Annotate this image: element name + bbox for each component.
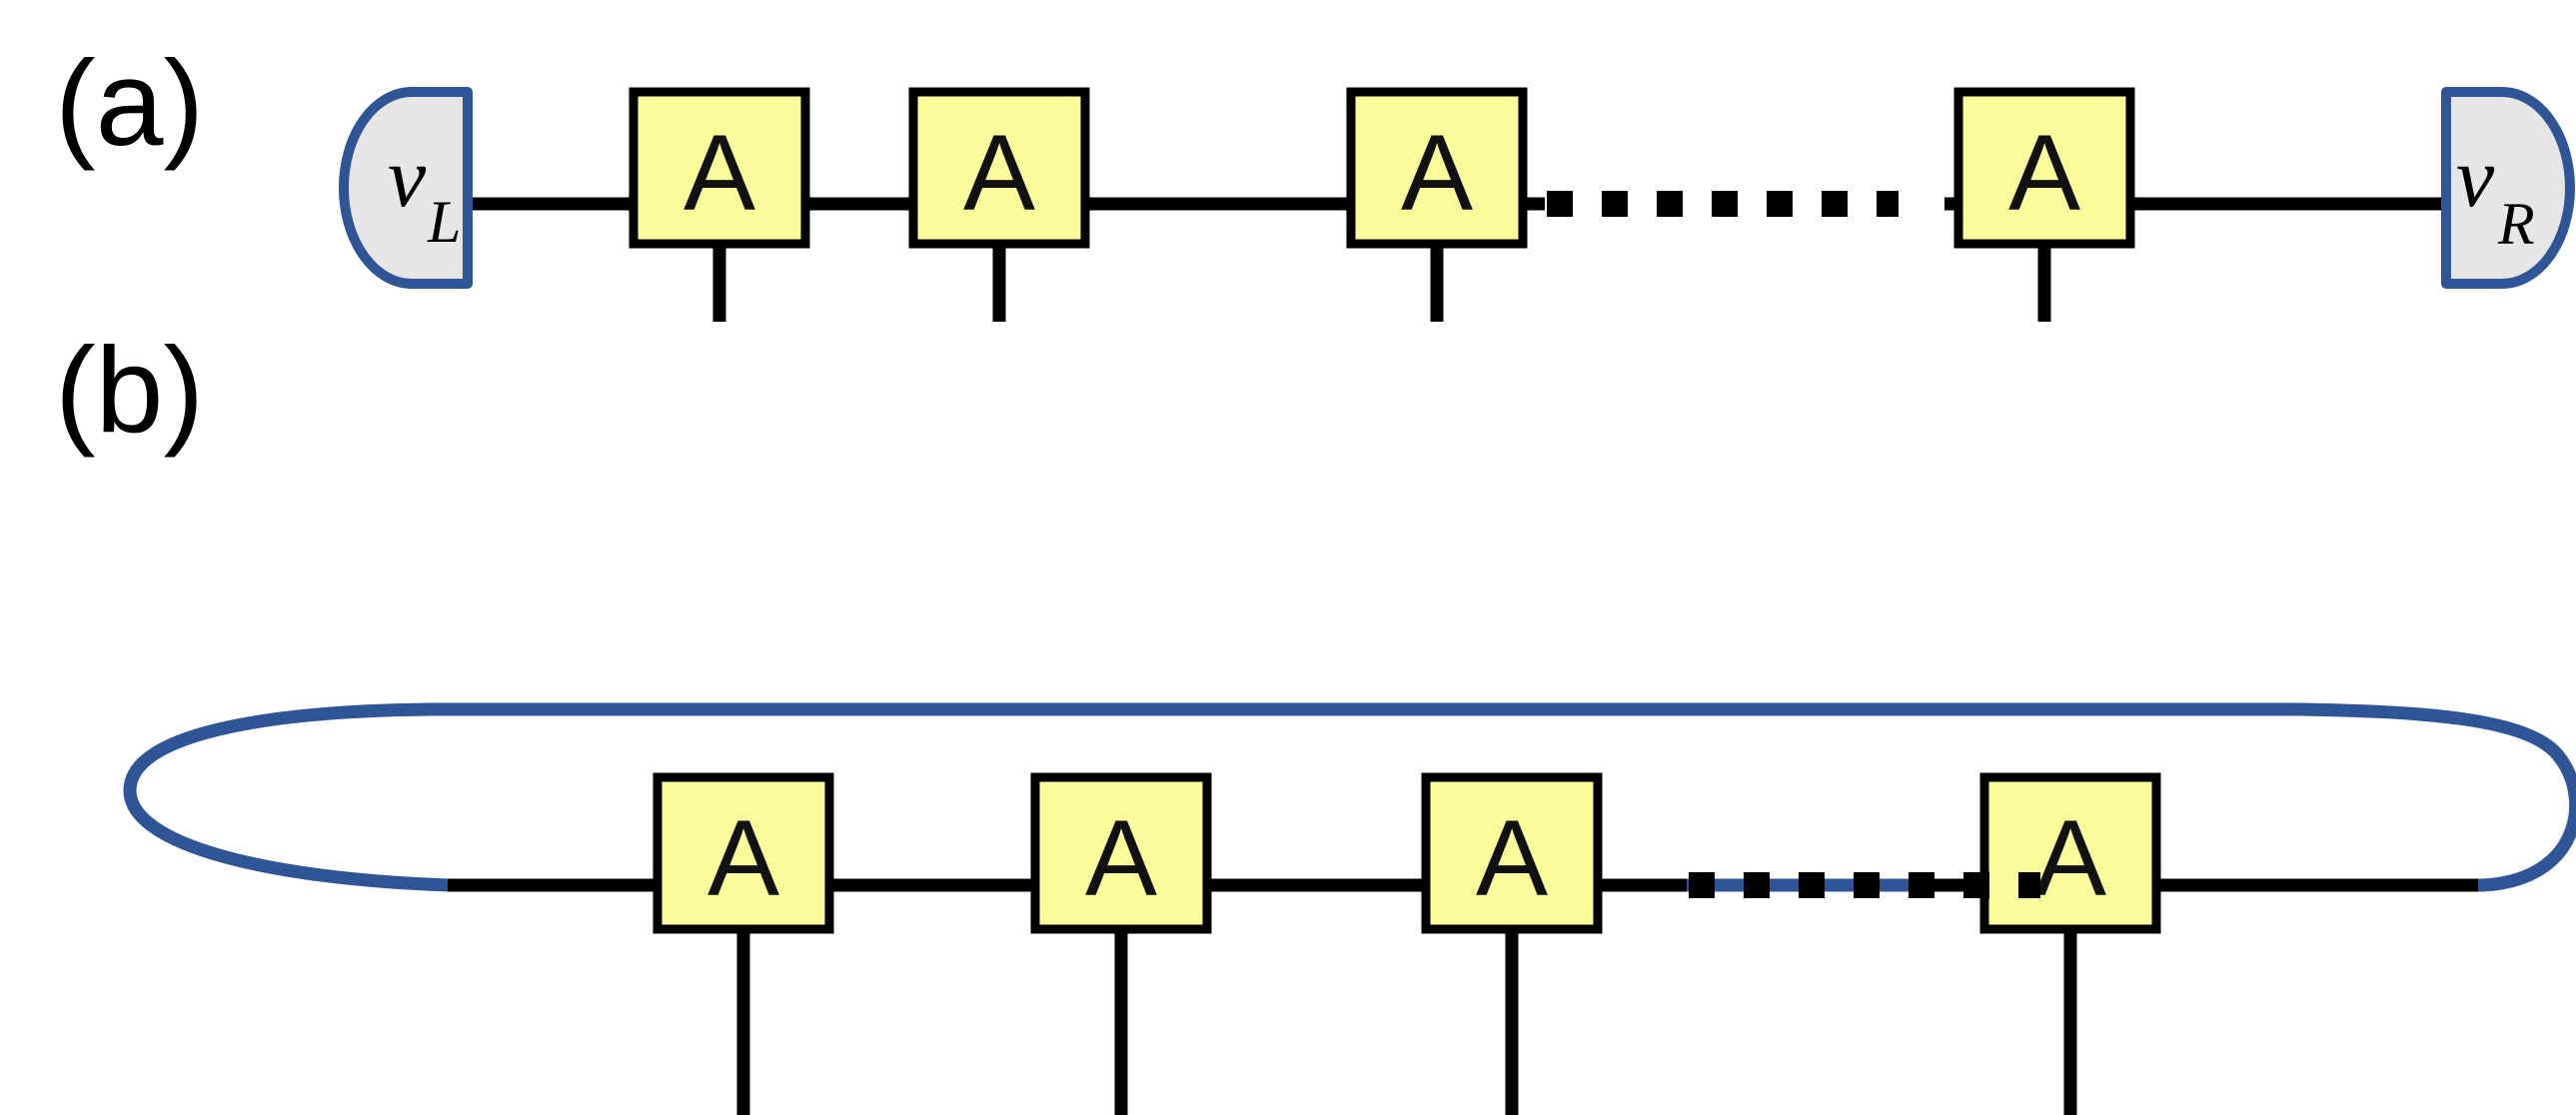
boundary-right-subscript: R xyxy=(2497,191,2535,257)
ellipsis-dot xyxy=(1712,191,1738,217)
ellipsis-dot xyxy=(1854,872,1880,898)
tensor-a-1-box xyxy=(629,87,810,249)
boundary-vector-left: v L xyxy=(339,87,473,289)
ellipsis-dot xyxy=(1963,872,1989,898)
tensor-b-1-label: A xyxy=(707,797,779,918)
ellipsis-dot xyxy=(1657,191,1683,217)
tensor-a-2-label: A xyxy=(963,112,1035,233)
ellipsis-dot xyxy=(1822,191,1848,217)
tensor-b-2-box xyxy=(1030,772,1212,934)
tensor-b-2-label: A xyxy=(1085,797,1157,918)
trace-loop-b xyxy=(123,702,2576,892)
tensor-b-4: A xyxy=(1979,772,2161,934)
ellipsis-dot xyxy=(1744,872,1770,898)
ellipsis-b xyxy=(1689,872,2040,898)
tensor-b-3: A xyxy=(1421,772,1603,934)
boundary-left-subscript: L xyxy=(427,189,461,255)
ellipsis-dot xyxy=(1602,191,1628,217)
panel-b-label: (b) xyxy=(55,322,204,458)
boundary-vector-right: v R xyxy=(2441,87,2575,289)
tensor-b-4-box xyxy=(1979,772,2161,934)
ellipsis-dot xyxy=(1877,191,1899,217)
tensor-b-1-box xyxy=(652,772,834,934)
tensor-b-3-box xyxy=(1421,772,1603,934)
panel-b: (b) A A xyxy=(55,322,2576,1115)
tensor-a-4-box xyxy=(1953,87,2135,249)
tensor-a-1: A xyxy=(629,87,810,249)
tensor-a-3-label: A xyxy=(1401,112,1473,233)
ellipsis-dot xyxy=(1909,872,1934,898)
boundary-left-shape xyxy=(339,87,473,289)
tensor-b-4-label: A xyxy=(2034,797,2106,918)
tensor-a-2: A xyxy=(908,87,1090,249)
tensor-a-1-label: A xyxy=(683,112,755,233)
tensor-a-4: A xyxy=(1953,87,2135,249)
tensor-a-2-box xyxy=(908,87,1090,249)
ellipsis-dot xyxy=(2018,872,2040,898)
tensor-a-3-box xyxy=(1346,87,1528,249)
panel-a: (a) v L v R xyxy=(55,35,2575,322)
tensor-b-1: A xyxy=(652,772,834,934)
ellipsis-dot xyxy=(1689,872,1715,898)
tensor-a-3: A xyxy=(1346,87,1528,249)
boundary-left-symbol: v xyxy=(388,129,427,225)
tensor-b-3-label: A xyxy=(1476,797,1548,918)
panel-a-label: (a) xyxy=(55,35,204,171)
boundary-right-shape xyxy=(2441,87,2575,289)
ellipsis-dot xyxy=(1547,191,1573,217)
tensor-b-2: A xyxy=(1030,772,1212,934)
ellipsis-dot xyxy=(1799,872,1825,898)
ellipsis-dot xyxy=(1767,191,1793,217)
boundary-right-symbol: v xyxy=(2456,129,2495,225)
tensor-a-4-label: A xyxy=(2008,112,2080,233)
ellipsis-a xyxy=(1547,191,1899,217)
